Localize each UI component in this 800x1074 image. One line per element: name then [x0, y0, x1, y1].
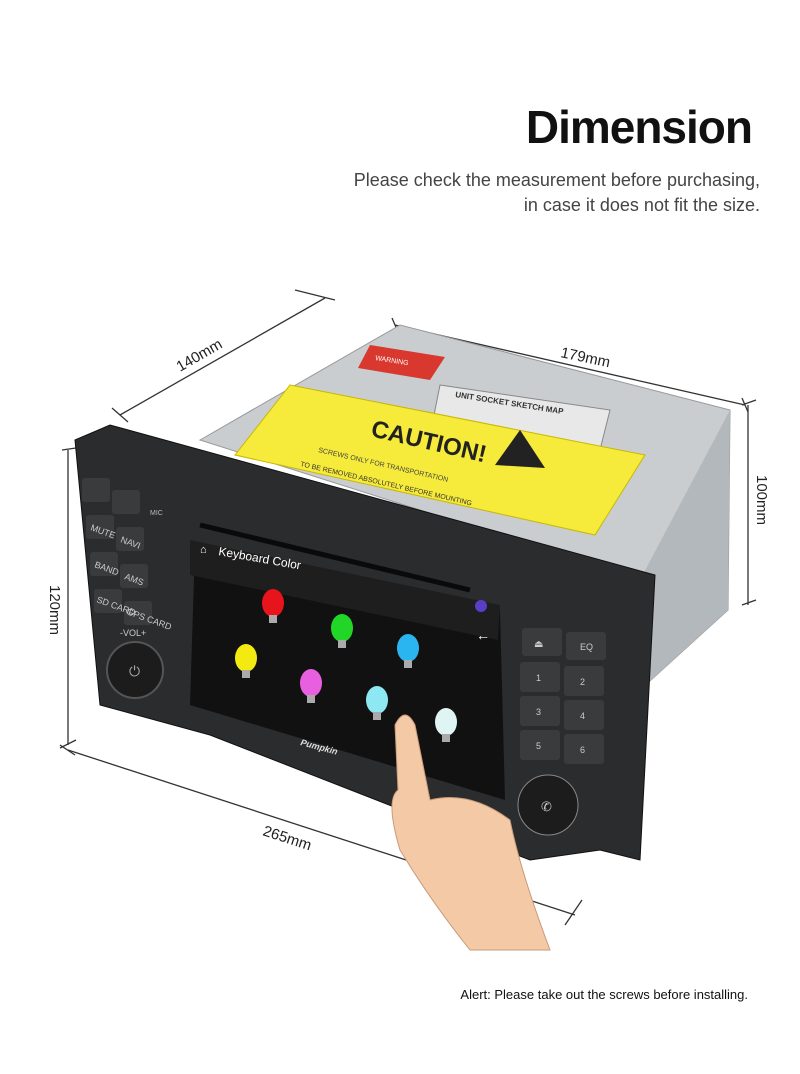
volume-knob[interactable]: [106, 641, 164, 699]
color-bulbs: [235, 589, 457, 742]
bulb-base: [442, 734, 450, 742]
bulb-icon[interactable]: [366, 686, 388, 714]
eject-icon: ⏏: [534, 639, 543, 650]
bulb-base: [373, 712, 381, 720]
bulb-base: [242, 670, 250, 678]
front-height-label: 120mm: [46, 585, 63, 635]
back-width-label: 179mm: [559, 344, 611, 371]
bulb-base: [269, 615, 277, 623]
preset-label-6: 6: [580, 745, 585, 755]
indicator-light: [475, 600, 487, 612]
eq-button[interactable]: [566, 632, 606, 660]
chassis-side: [640, 410, 730, 690]
preset-button-5[interactable]: [520, 730, 560, 760]
bulb-icon[interactable]: [435, 708, 457, 736]
preset-button-2[interactable]: [564, 666, 604, 696]
bulb-base: [307, 695, 315, 703]
preset-button-1[interactable]: [520, 662, 560, 692]
ams-button[interactable]: [120, 564, 148, 588]
preset-button-6[interactable]: [564, 734, 604, 764]
navigation-dial[interactable]: [517, 774, 579, 836]
gps-card-button[interactable]: [124, 601, 152, 625]
bulb-icon[interactable]: [235, 644, 257, 672]
pointing-hand: [391, 714, 551, 951]
power-icon: ⏻: [129, 663, 140, 679]
eject-button[interactable]: [522, 628, 562, 656]
preset-label-4: 4: [580, 711, 585, 721]
left-button-panel: MUTE NAVI BAND AMS SD CARD GPS CARD -VOL…: [82, 478, 173, 699]
phone-icon: ✆: [541, 799, 552, 814]
subtitle-line-1: Please check the measurement before purc…: [353, 170, 760, 190]
preset-label-5: 5: [536, 741, 541, 751]
back-arrow-icon[interactable]: ←: [476, 627, 490, 643]
screen-header: [190, 540, 500, 640]
warning-label: [358, 345, 445, 380]
bulb-icon[interactable]: [397, 634, 419, 662]
mute-button[interactable]: [86, 515, 114, 539]
vol-label: -VOL+: [120, 628, 146, 638]
back-height-label: 100mm: [753, 475, 770, 525]
right-button-panel: ⏏ EQ 1 2 3 4 5 6: [520, 628, 606, 764]
bulb-base: [404, 660, 412, 668]
preset-label-3: 3: [536, 707, 541, 717]
page-title: Dimension: [525, 101, 753, 153]
subtitle: Please check the measurement before purc…: [354, 168, 760, 218]
preset-button-3[interactable]: [520, 696, 560, 726]
caution-triangle-icon: [495, 430, 545, 468]
bulb-icon[interactable]: [331, 614, 353, 642]
preset-label-2: 2: [580, 677, 585, 687]
bulb-base: [338, 640, 346, 648]
eq-label: EQ: [580, 642, 593, 652]
sd-card-button[interactable]: [94, 589, 122, 613]
preset-button-4[interactable]: [564, 700, 604, 730]
band-button[interactable]: [90, 552, 118, 576]
navi-button[interactable]: [116, 527, 144, 551]
home-icon[interactable]: ⌂: [200, 544, 207, 556]
alert-text: Alert: Please take out the screws before…: [460, 987, 748, 1002]
bulb-icon[interactable]: [262, 589, 284, 617]
bulb-icon[interactable]: [300, 669, 322, 697]
subtitle-line-2: in case it does not fit the size.: [523, 195, 760, 215]
preset-label-1: 1: [536, 673, 541, 683]
back-button[interactable]: [112, 490, 140, 514]
home-button[interactable]: [82, 478, 110, 502]
disc-slot: [199, 522, 471, 593]
caution-sticker: [234, 384, 646, 536]
mic-label: MIC: [150, 510, 163, 517]
